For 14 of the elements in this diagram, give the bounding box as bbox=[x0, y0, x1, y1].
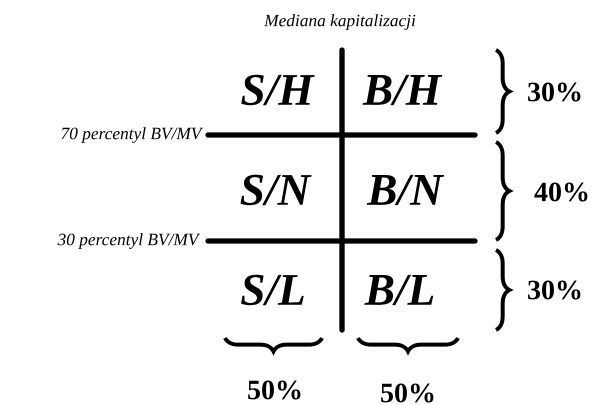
percent-label: 30% bbox=[528, 82, 580, 102]
percent-label: 50% bbox=[248, 380, 300, 400]
threshold-label: 30 percentyl BV/MV bbox=[58, 233, 200, 249]
axis-caption: Mediana kapitalizacji bbox=[264, 14, 416, 30]
cell-label: B/H bbox=[362, 74, 442, 106]
percent-label: 30% bbox=[528, 280, 580, 300]
threshold-label: 70 percentyl BV/MV bbox=[62, 127, 204, 143]
cell-label: S/N bbox=[240, 174, 312, 206]
cell-label: B/N bbox=[366, 174, 444, 206]
percent-label: 40% bbox=[534, 182, 588, 202]
cell-label: S/H bbox=[241, 74, 315, 106]
percent-label: 50% bbox=[381, 384, 434, 402]
cell-label: B/L bbox=[364, 274, 434, 306]
cell-label: S/L bbox=[241, 274, 304, 306]
